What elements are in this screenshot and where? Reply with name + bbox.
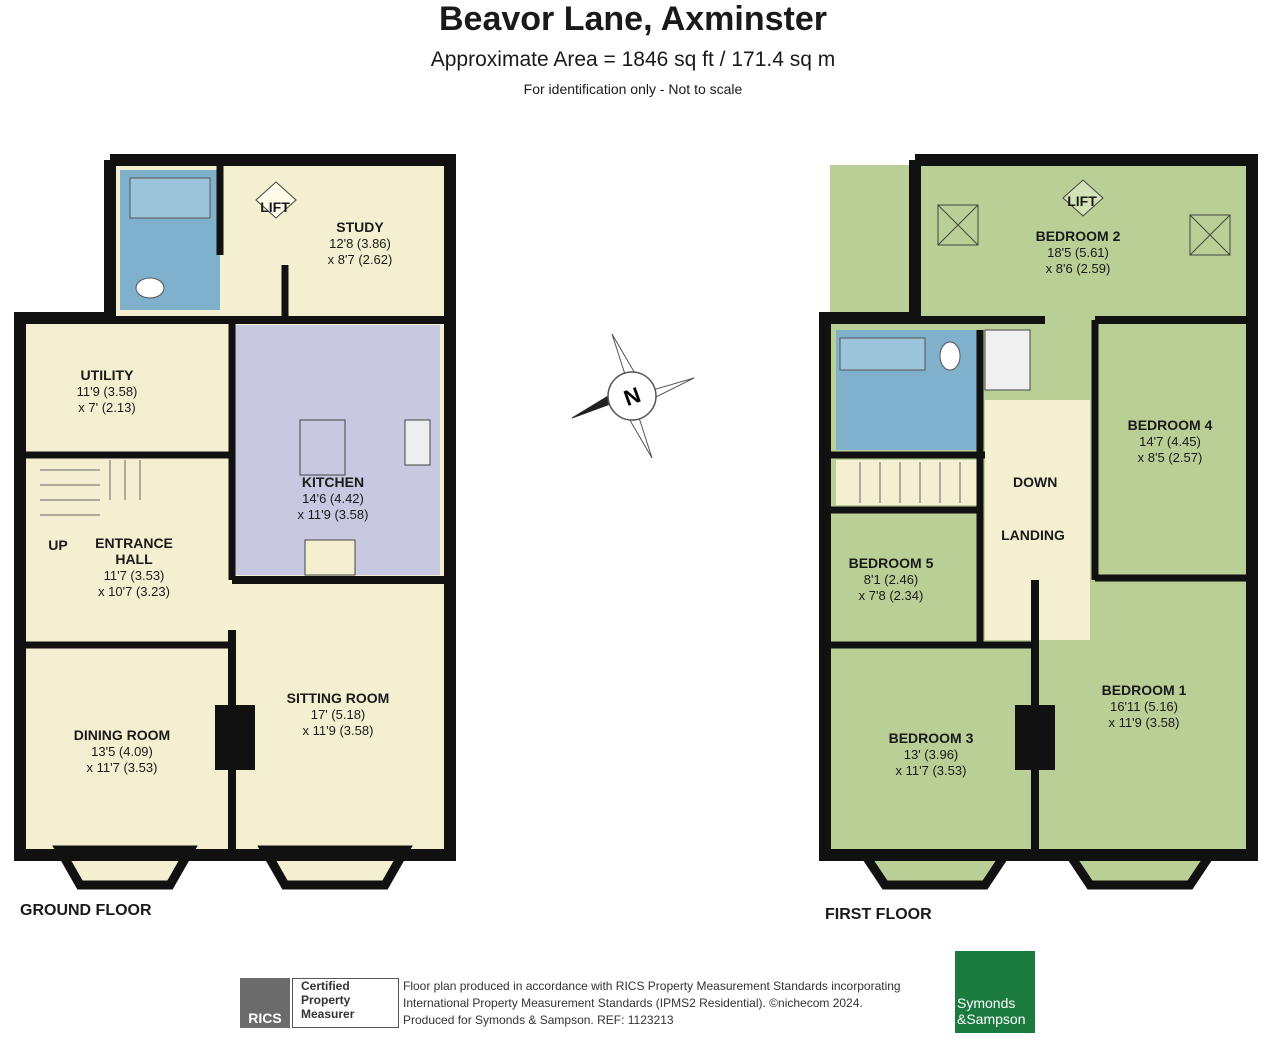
sitting-room-dim2: x 11'9 (3.58) bbox=[303, 723, 374, 738]
disclaimer-note: For identification only - Not to scale bbox=[523, 81, 743, 97]
bedroom1-dim2: x 11'9 (3.58) bbox=[1109, 715, 1180, 730]
rics-logo: RICS bbox=[240, 978, 290, 1028]
brand-line2: &Sampson bbox=[957, 1011, 1026, 1027]
bedroom4-name: BEDROOM 4 bbox=[1128, 417, 1213, 433]
study-dim2: x 8'7 (2.62) bbox=[328, 252, 393, 267]
bedroom3-dim2: x 11'7 (3.53) bbox=[896, 763, 967, 778]
rics-cert-line1: Certified bbox=[301, 979, 350, 993]
kitchen-name: KITCHEN bbox=[302, 474, 364, 490]
ground-floor-label: GROUND FLOOR bbox=[20, 902, 152, 919]
utility-dim2: x 7' (2.13) bbox=[78, 400, 135, 415]
first-floor-plan bbox=[819, 154, 1258, 890]
kitchen-dim1: 14'6 (4.42) bbox=[302, 491, 364, 506]
kitchen-dim2: x 11'9 (3.58) bbox=[298, 507, 369, 522]
stairs-up-label: UP bbox=[48, 537, 67, 553]
bedroom1-dim1: 16'11 (5.16) bbox=[1110, 699, 1178, 714]
study-dim1: 12'8 (3.86) bbox=[329, 236, 391, 251]
brand-line1: Symonds bbox=[957, 995, 1016, 1011]
bedroom1-name: BEDROOM 1 bbox=[1102, 682, 1187, 698]
landing-name: LANDING bbox=[1001, 527, 1065, 543]
symonds-sampson-logo: Symonds &Sampson bbox=[955, 951, 1035, 1033]
plan-title: Beavor Lane, Axminster bbox=[439, 0, 827, 38]
stairs-down-label: DOWN bbox=[1013, 474, 1057, 490]
bedroom2-dim1: 18'5 (5.61) bbox=[1047, 245, 1109, 260]
sitting-room-name: SITTING ROOM bbox=[287, 690, 390, 706]
dining-room-name: DINING ROOM bbox=[74, 727, 170, 743]
ground-floor-plan bbox=[14, 154, 456, 890]
study-name: STUDY bbox=[336, 219, 384, 235]
entrance-hall-dim2: x 10'7 (3.23) bbox=[98, 584, 170, 599]
entrance-hall-name1: ENTRANCE bbox=[95, 535, 173, 551]
dining-room-dim2: x 11'7 (3.53) bbox=[87, 760, 158, 775]
rics-certified-badge: RICS Certified Property Measurer bbox=[240, 978, 399, 1028]
bedroom5-dim2: x 7'8 (2.34) bbox=[859, 588, 924, 603]
approximate-area: Approximate Area = 1846 sq ft / 171.4 sq… bbox=[430, 48, 836, 71]
footer-notice: Floor plan produced in accordance with R… bbox=[403, 978, 963, 1029]
compass-icon: N bbox=[571, 333, 695, 459]
rics-cert-line3: Measurer bbox=[301, 1007, 355, 1021]
bedroom2-name: BEDROOM 2 bbox=[1036, 228, 1121, 244]
first-floor-label: FIRST FLOOR bbox=[825, 906, 932, 923]
footer-line3: Produced for Symonds & Sampson. REF: 112… bbox=[403, 1013, 674, 1027]
footer-line2: International Property Measurement Stand… bbox=[403, 996, 863, 1010]
sitting-room-dim1: 17' (5.18) bbox=[311, 707, 366, 722]
bedroom5-name: BEDROOM 5 bbox=[849, 555, 934, 571]
lift-label-first: LIFT bbox=[1067, 193, 1097, 209]
dining-room-dim1: 13'5 (4.09) bbox=[91, 744, 153, 759]
entrance-hall-dim1: 11'7 (3.53) bbox=[104, 568, 165, 583]
bedroom4-dim1: 14'7 (4.45) bbox=[1139, 434, 1201, 449]
utility-name: UTILITY bbox=[81, 367, 135, 383]
bedroom3-name: BEDROOM 3 bbox=[889, 730, 974, 746]
bedroom2-dim2: x 8'6 (2.59) bbox=[1046, 261, 1111, 276]
rics-cert-line2: Property bbox=[301, 993, 351, 1007]
utility-dim1: 11'9 (3.58) bbox=[77, 384, 138, 399]
lift-label-ground: LIFT bbox=[260, 199, 290, 215]
bedroom5-dim1: 8'1 (2.46) bbox=[864, 572, 919, 587]
bedroom4-dim2: x 8'5 (2.57) bbox=[1138, 450, 1203, 465]
footer-line1: Floor plan produced in accordance with R… bbox=[403, 979, 901, 993]
bedroom3-dim1: 13' (3.96) bbox=[904, 747, 959, 762]
entrance-hall-name2: HALL bbox=[115, 551, 153, 567]
